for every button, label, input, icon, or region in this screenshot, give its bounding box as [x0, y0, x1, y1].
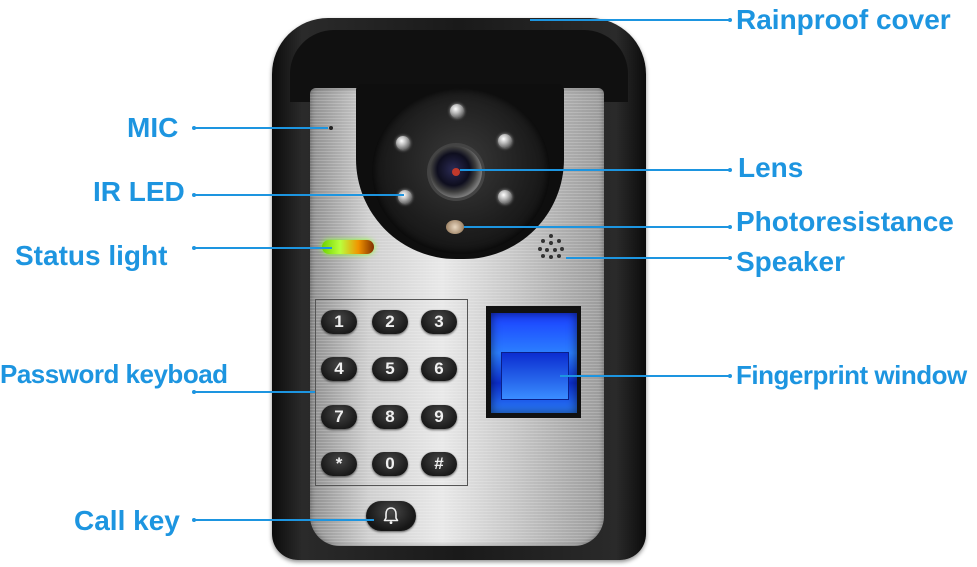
mic-hole	[329, 126, 333, 130]
key-3[interactable]: 3	[421, 310, 457, 334]
key-6[interactable]: 6	[421, 357, 457, 381]
key-1[interactable]: 1	[321, 310, 357, 334]
leader-password-keyboard	[192, 390, 315, 394]
leader-mic	[192, 126, 328, 130]
key-4[interactable]: 4	[321, 357, 357, 381]
key-8[interactable]: 8	[372, 405, 408, 429]
label-lens: Lens	[738, 152, 804, 183]
key-2[interactable]: 2	[372, 310, 408, 334]
leader-ir-led	[192, 193, 404, 197]
label-mic: MIC	[127, 112, 179, 143]
bell-icon	[383, 507, 399, 524]
password-keypad	[315, 299, 468, 486]
ir-led	[498, 190, 512, 204]
leader-rainproof-cover	[530, 18, 732, 22]
status-light	[322, 240, 374, 254]
label-rainproof-cover: Rainproof cover	[736, 4, 951, 35]
label-call-key: Call key	[74, 505, 180, 536]
leader-fingerprint-window	[560, 374, 732, 378]
fingerprint-sensor	[501, 352, 569, 400]
label-status-light: Status light	[15, 240, 168, 271]
key-9[interactable]: 9	[421, 405, 457, 429]
ir-led	[450, 104, 464, 118]
photoresistor	[446, 220, 464, 234]
key-0[interactable]: 0	[372, 452, 408, 476]
leader-speaker	[566, 256, 732, 260]
ir-led	[398, 190, 412, 204]
key-5[interactable]: 5	[372, 357, 408, 381]
label-ir-led: IR LED	[93, 176, 185, 207]
key-7[interactable]: 7	[321, 405, 357, 429]
leader-lens	[460, 168, 732, 172]
label-photoresistance: Photoresistance	[736, 206, 954, 237]
label-speaker: Speaker	[736, 246, 845, 277]
lens-center	[452, 168, 460, 176]
speaker-grille	[536, 232, 566, 262]
key-hash[interactable]: #	[421, 452, 457, 476]
call-key[interactable]	[366, 501, 416, 531]
key-star[interactable]: *	[321, 452, 357, 476]
leader-call-key	[192, 518, 374, 522]
leader-photoresistance	[464, 225, 732, 229]
ir-led	[396, 136, 410, 150]
leader-status-light	[192, 246, 332, 250]
label-password-keyboard: Password keyboad	[0, 359, 228, 389]
label-fingerprint-window: Fingerprint window	[736, 360, 967, 390]
ir-led	[498, 134, 512, 148]
